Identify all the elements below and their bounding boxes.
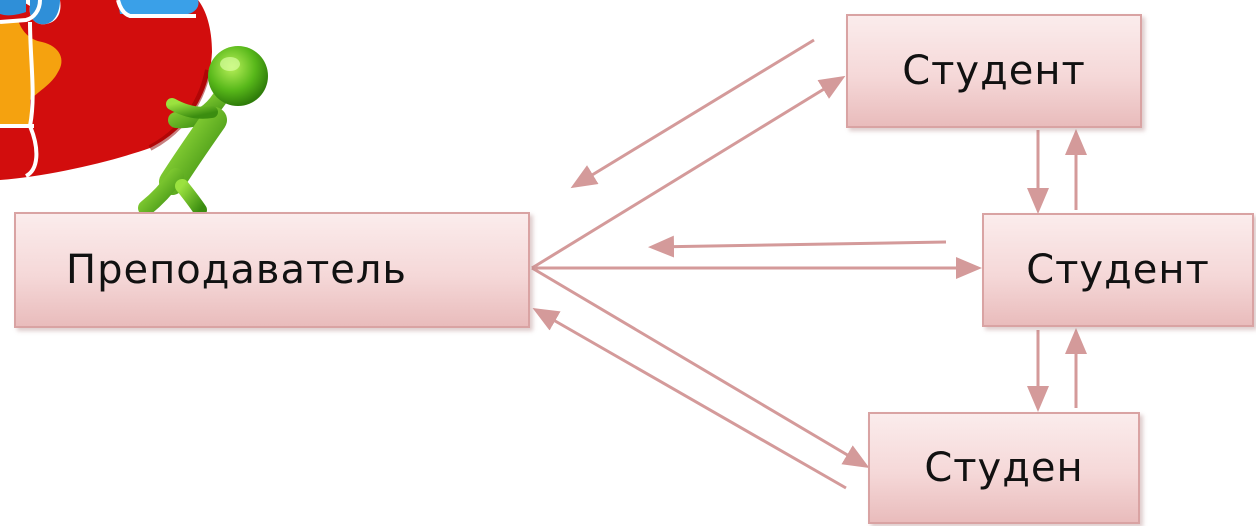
student-label-2: Студент <box>1026 247 1210 293</box>
student-box-2: Студент <box>982 213 1254 327</box>
arrow-student3-to-teacher <box>532 308 847 490</box>
student-label-3: Студен <box>924 445 1084 491</box>
student-label-1: Студент <box>902 48 1086 94</box>
figure-head <box>208 46 268 106</box>
arrow-teacher-to-student1 <box>531 75 846 270</box>
puzzle-piece-red <box>0 0 212 180</box>
teacher-box: Преподаватель <box>14 212 530 328</box>
arrows <box>531 38 1087 490</box>
puzzle-ball-illustration <box>0 0 212 180</box>
green-figure-illustration <box>138 46 268 217</box>
puzzle-piece-blue <box>0 0 60 25</box>
arrow-student1-to-teacher <box>570 38 815 189</box>
arrow-teacher-to-student3 <box>531 266 870 469</box>
student-box-1: Студент <box>846 14 1142 128</box>
teacher-label: Преподаватель <box>66 247 408 293</box>
student-box-3: Студен <box>868 412 1140 524</box>
arrow-student2-to-teacher <box>648 235 947 258</box>
